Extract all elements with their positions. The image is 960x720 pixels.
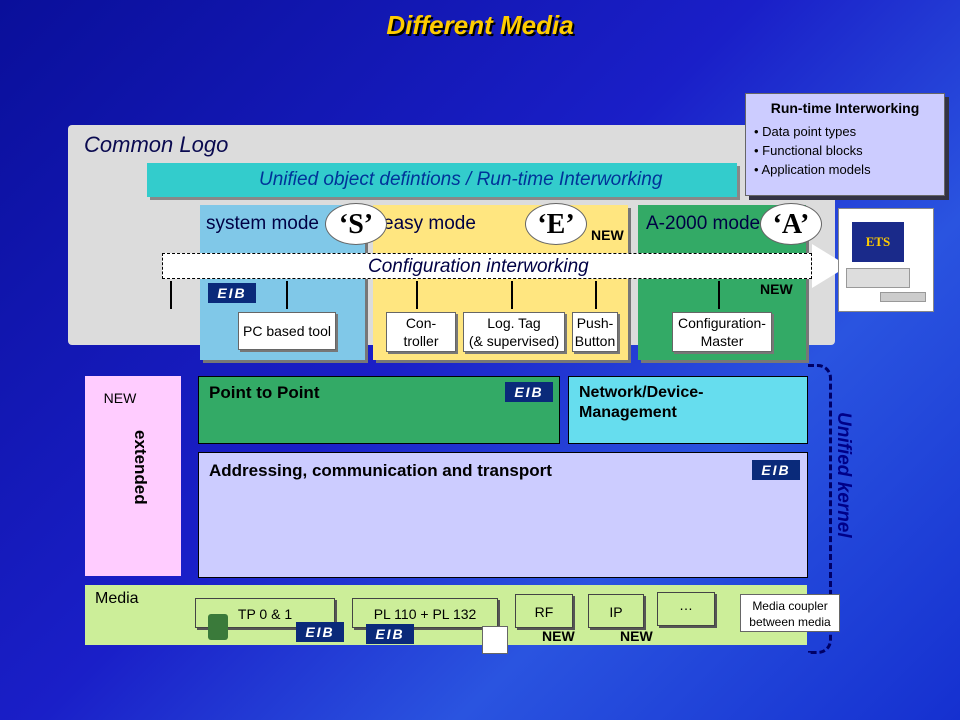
computer-base-icon (846, 268, 910, 288)
media-ip-box: IP (588, 594, 644, 628)
connector-line (286, 281, 288, 309)
easy-mode-label: easy mode (383, 213, 476, 234)
connector-line (595, 281, 597, 309)
bus-logo-icon (208, 614, 228, 640)
eib-logo-icon: EIB (752, 460, 800, 480)
media-more-box: … (657, 592, 715, 626)
a2000-mode-letter: ‘A’ (760, 203, 822, 245)
push-button-box: Push- Button (572, 312, 618, 352)
system-mode-letter: ‘S’ (325, 203, 387, 245)
runtime-interworking-title: Run-time Interworking (770, 100, 920, 116)
media-rf-box: RF (515, 594, 573, 628)
common-logo-heading: Common Logo (84, 132, 229, 157)
a2000-mode-label: A-2000 mode (646, 213, 761, 234)
logical-tag-box: Log. Tag (& supervised) (463, 312, 565, 352)
network-management-box: Network/Device- Management (568, 376, 808, 444)
eib-logo-icon: EIB (208, 283, 256, 303)
unified-kernel-label: Unified kernel (833, 412, 854, 538)
runtime-item: • Functional blocks (754, 143, 863, 158)
easy-mode-new-badge: NEW (591, 227, 624, 243)
point-to-point-box: Point to Point (198, 376, 560, 444)
runtime-item: • Application models (754, 162, 871, 177)
system-mode-label: system mode (206, 213, 319, 234)
extended-column (85, 376, 181, 576)
easy-mode-letter: ‘E’ (525, 203, 587, 245)
extended-label: extended (131, 430, 150, 505)
a2000-mode-new-badge: NEW (760, 281, 793, 297)
controller-box: Con- troller (386, 312, 456, 352)
media-pl-box: PL 110 + PL 132 (352, 598, 498, 628)
eib-logo-icon: EIB (505, 382, 553, 402)
connector-line (511, 281, 513, 309)
rf-new-badge: NEW (542, 628, 575, 644)
point-to-point-label: Point to Point (209, 383, 320, 402)
stack-new-badge: NEW (103, 390, 137, 406)
configuration-interworking-band: Configuration interworking (162, 253, 812, 279)
keyboard-icon (880, 292, 926, 302)
eib-logo-icon: EIB (296, 622, 344, 642)
media-coupler-box: Media coupler between media (740, 594, 840, 632)
connector-line (170, 281, 172, 309)
unified-definitions-bar: Unified object defintions / Run-time Int… (147, 163, 737, 197)
runtime-interworking-box: Run-time Interworking • Data point types… (745, 93, 945, 196)
pc-based-tool-box: PC based tool (238, 312, 336, 350)
addressing-box: Addressing, communication and transport (198, 452, 808, 578)
slide-title: Different Media (386, 10, 574, 40)
connector-line (416, 281, 418, 309)
connector-line (718, 281, 720, 309)
configuration-master-box: Configuration- Master (672, 312, 772, 352)
media-label: Media (95, 590, 139, 607)
house-icon (482, 626, 508, 654)
ets-screen: ETS (852, 222, 904, 262)
eib-logo-icon: EIB (366, 624, 414, 644)
runtime-item: • Data point types (754, 124, 857, 139)
addressing-label: Addressing, communication and transport (209, 461, 552, 480)
unified-kernel-outline (808, 364, 832, 654)
ip-new-badge: NEW (620, 628, 653, 644)
